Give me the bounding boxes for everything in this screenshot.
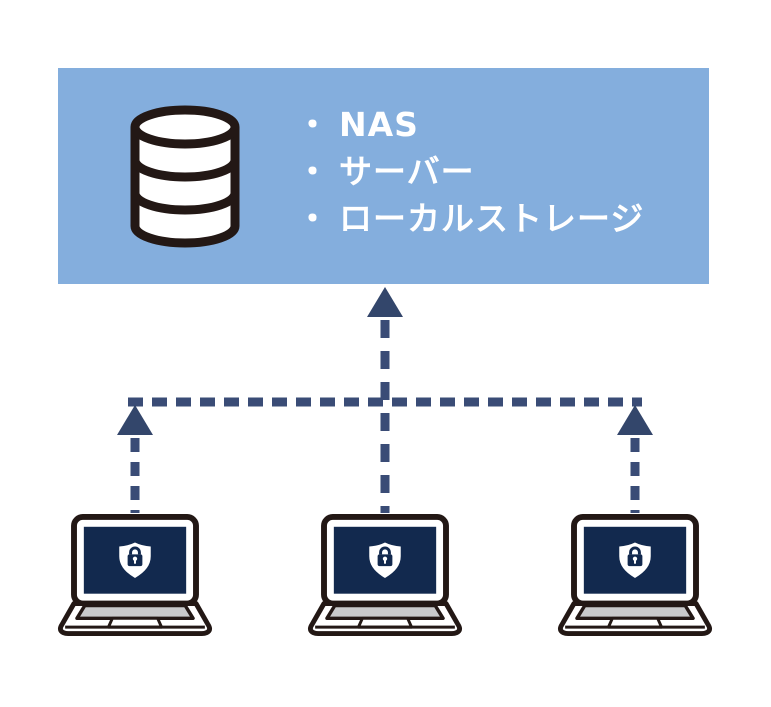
storage-item-label: サーバー — [339, 152, 475, 191]
storage-list-item: ・NAS — [296, 101, 644, 148]
bullet-dot: ・ — [296, 105, 330, 144]
center-arrowhead-icon — [367, 287, 403, 317]
storage-item-label: NAS — [339, 105, 419, 144]
bullet-dot: ・ — [296, 152, 330, 191]
left-arrowhead-icon — [117, 405, 153, 435]
storage-list-item: ・ローカルストレージ — [296, 195, 644, 242]
laptop-icon-middle — [306, 514, 464, 636]
right-arrowhead-icon — [617, 405, 653, 435]
laptop-icon-right — [556, 514, 714, 636]
storage-panel: ・NAS ・サーバー ・ローカルストレージ — [58, 68, 709, 284]
storage-list: ・NAS ・サーバー ・ローカルストレージ — [296, 101, 644, 242]
laptop-icon-left — [56, 514, 214, 636]
bullet-dot: ・ — [296, 199, 330, 238]
database-icon — [130, 105, 240, 248]
storage-list-item: ・サーバー — [296, 148, 644, 195]
storage-item-label: ローカルストレージ — [339, 199, 645, 238]
